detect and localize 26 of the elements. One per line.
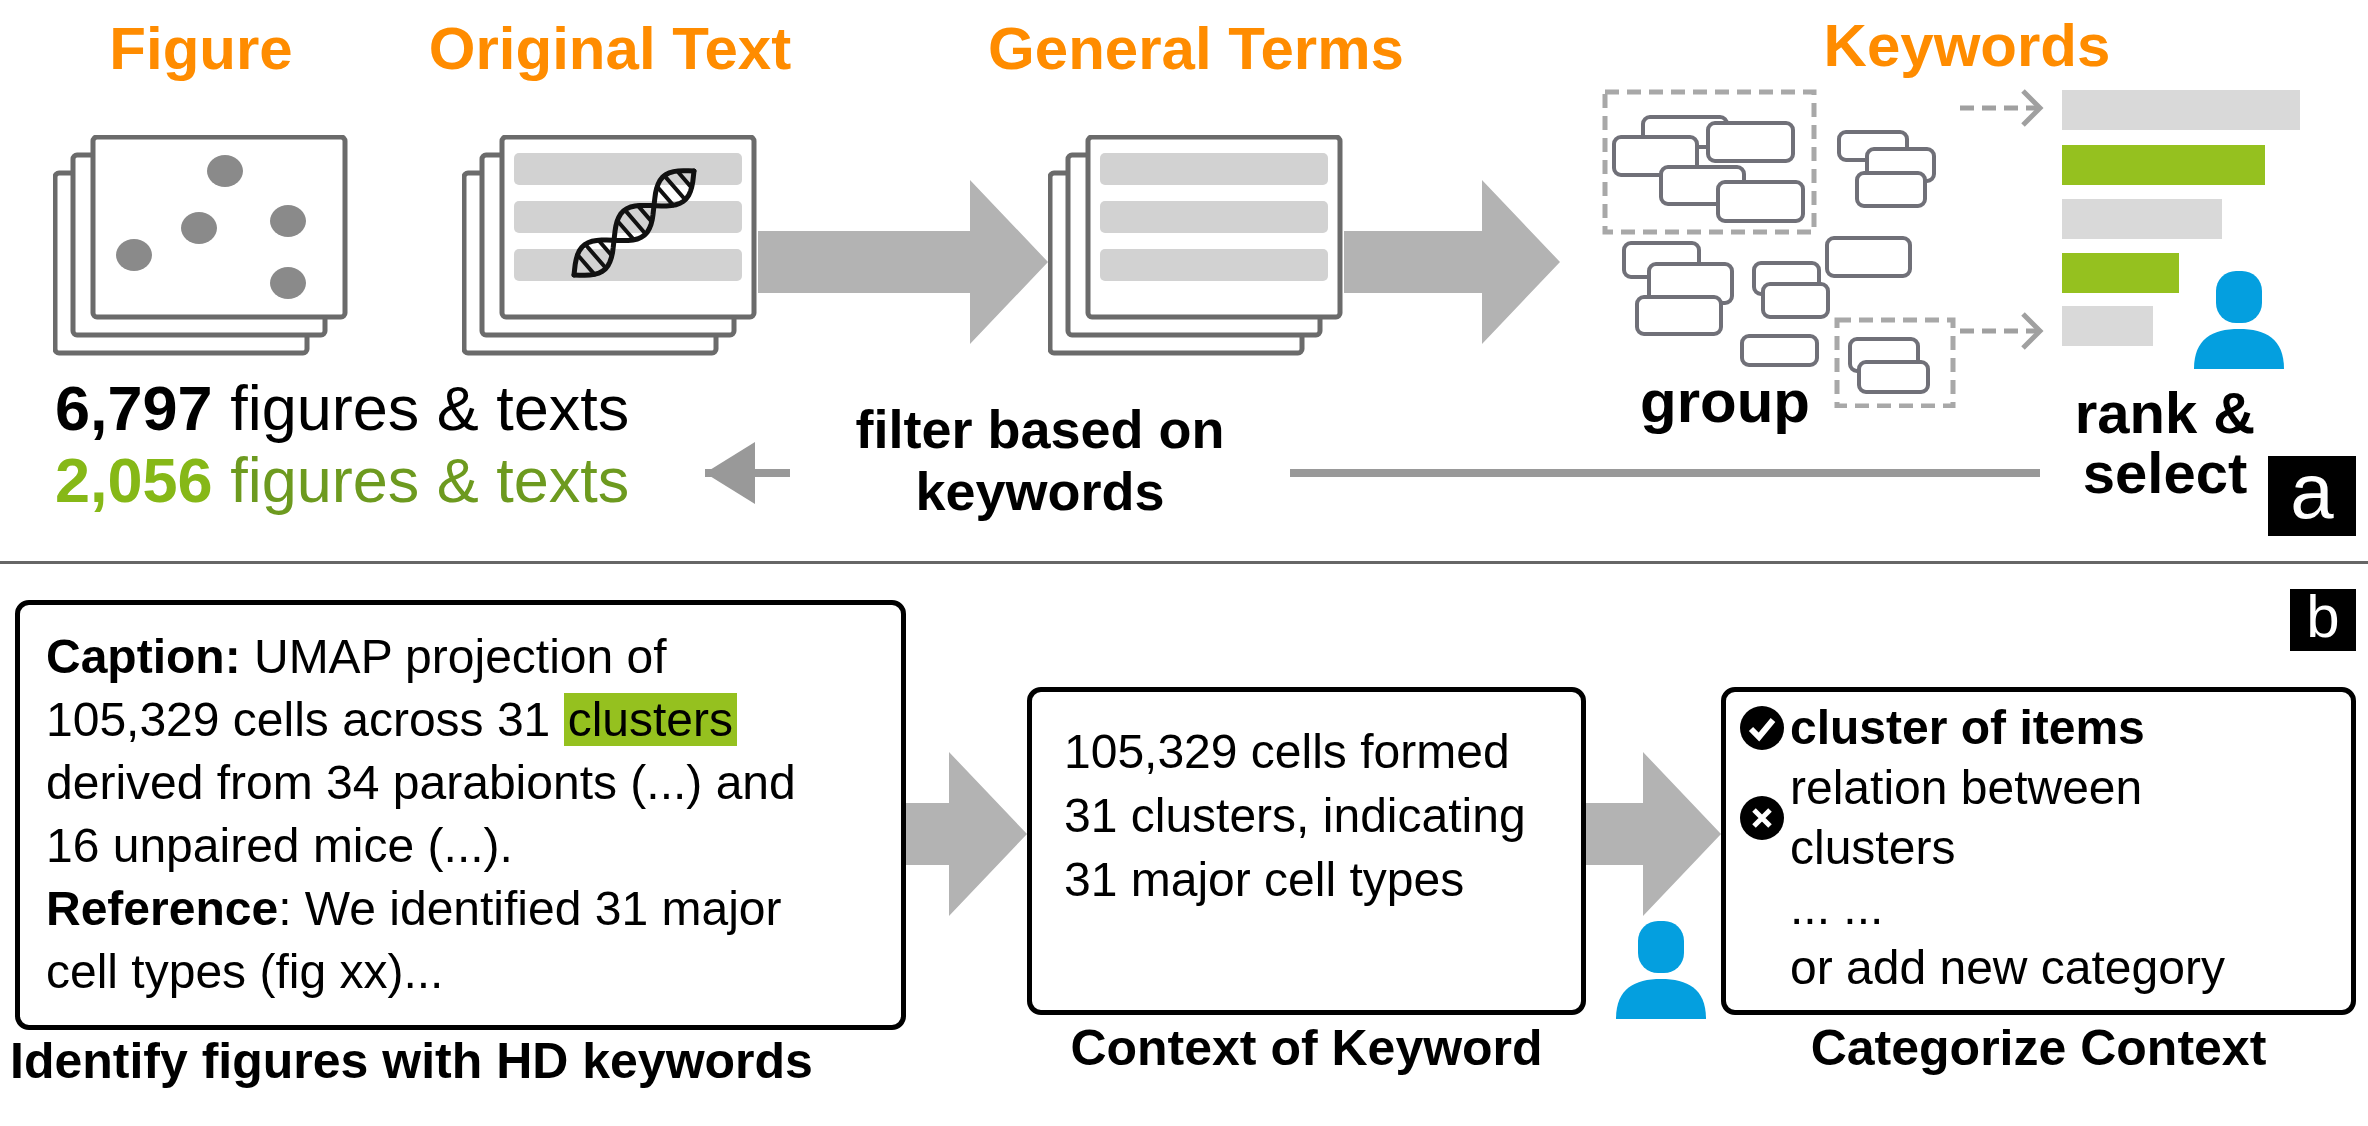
stage-heading: General Terms (988, 18, 1404, 80)
category-option: or add new category (1740, 938, 2337, 998)
caption-text: Caption: UMAP projection of 105,329 cells across 31 clusters derived from 34 parabionts (...) and 16 unpaired mice (...). (46, 629, 797, 874)
stage-heading: Original Text (428, 18, 792, 80)
ellipsis-text: ... ... (1789, 880, 1885, 936)
count-text: 2,056 figures & texts (55, 444, 631, 516)
dashed-arrow (1960, 88, 2043, 128)
block-arrow (758, 180, 1048, 344)
stage-heading: Keywords (1823, 15, 2111, 77)
category-option: relation between clusters (1790, 758, 2190, 878)
count-text: 6,797 figures & texts (55, 372, 631, 444)
panel-label: a (2268, 456, 2356, 536)
stage-heading: Figure (109, 18, 293, 80)
step-label: rank & select (2073, 383, 2257, 503)
block-arrow (1586, 752, 1721, 916)
block-arrow (1344, 180, 1560, 344)
step-label: group (1640, 370, 1810, 434)
context-text: 105,329 cells formed 31 clusters, indicating 31 major cell types (1064, 724, 1527, 908)
box-title: Categorize Context (1810, 1020, 2267, 1076)
panel-label: b (2290, 589, 2356, 651)
box-title: Identify figures with HD keywords (10, 1033, 813, 1089)
reference-text: Reference: We identified 31 major cell types (fig xx)... (46, 881, 783, 1000)
block-arrow (906, 752, 1027, 916)
category-option: cluster of items (1790, 698, 2145, 758)
dashed-arrow (1960, 311, 2043, 351)
box-title: Context of Keyword (1070, 1020, 1543, 1076)
